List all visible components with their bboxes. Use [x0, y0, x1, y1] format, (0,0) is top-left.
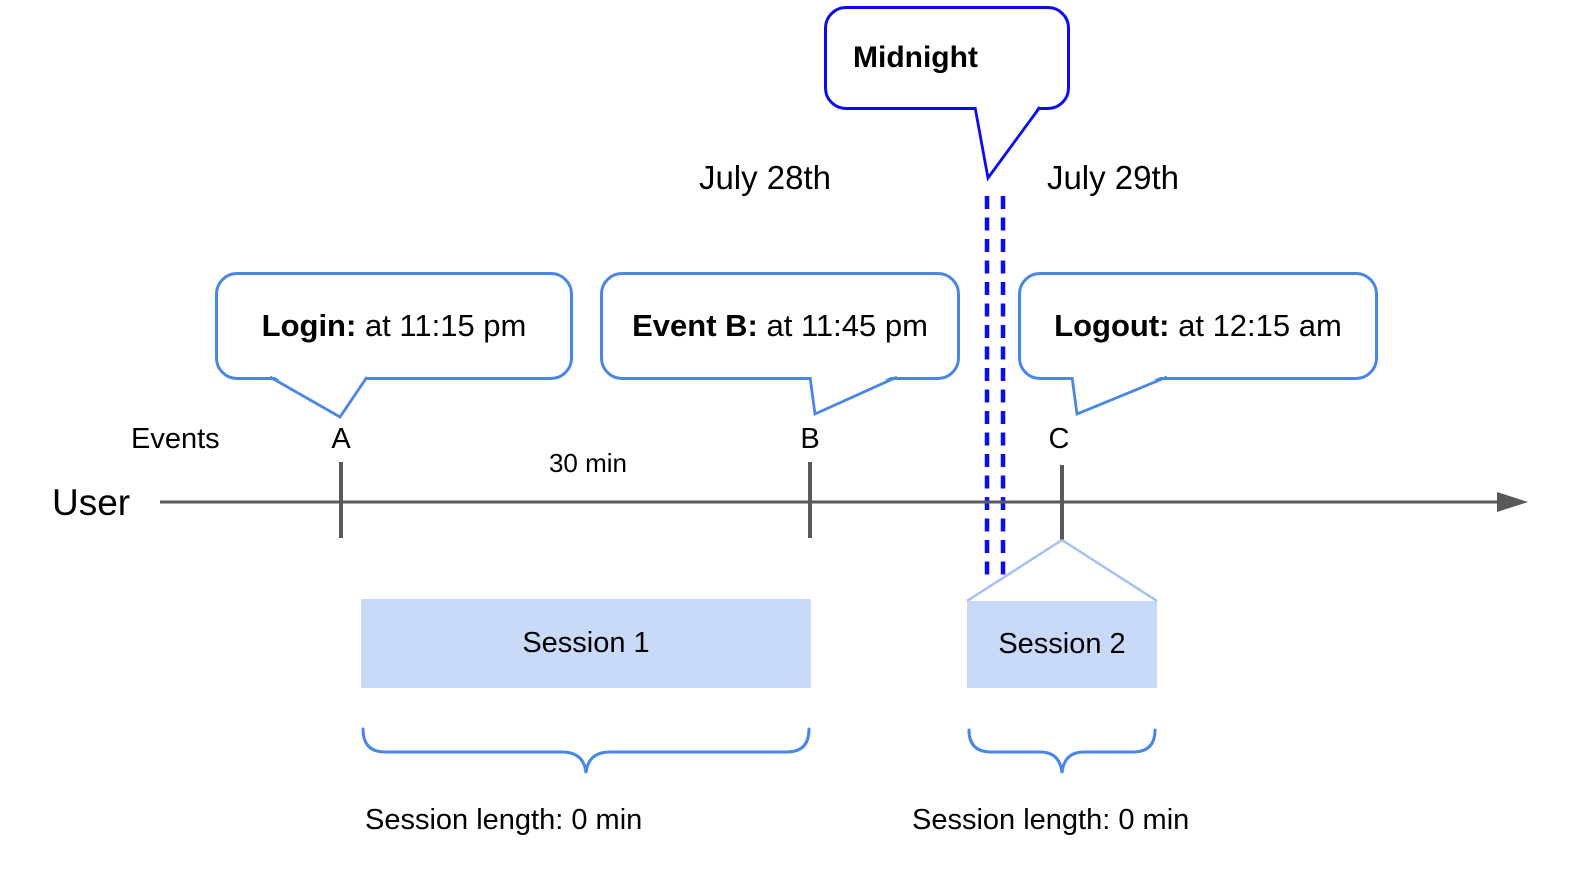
event-ticks: [339, 462, 1064, 540]
interval-label: 30 min: [548, 448, 628, 478]
session-2-bar: Session 2: [967, 601, 1157, 688]
event-b-callout: Event B: at 11:45 pm: [600, 272, 960, 380]
midnight-callout-tail: [973, 104, 1042, 182]
session-1-label: Session 1: [522, 627, 650, 659]
date-label-july-29: July 29th: [1046, 159, 1180, 196]
timeline-axis: [160, 492, 1528, 512]
session-1-brace: [361, 727, 811, 774]
midnight-callout: Midnight: [824, 6, 1070, 110]
event-marker-a-label: A: [331, 423, 351, 455]
event-marker-c-label: C: [1048, 423, 1070, 455]
session-2-label: Session 2: [998, 628, 1126, 660]
logout-callout-text: Logout: at 12:15 am: [1054, 308, 1342, 343]
session-1-length-label: Session length: 0 min: [365, 804, 643, 836]
event-b-callout-text: Event B: at 11:45 pm: [632, 308, 928, 343]
session-2-brace: [967, 728, 1157, 774]
session-1-bar: Session 1: [361, 599, 811, 688]
date-label-july-28: July 28th: [698, 159, 832, 196]
login-callout: Login: at 11:15 pm: [215, 272, 573, 380]
timeline-arrowhead: [1497, 492, 1528, 512]
event-marker-b-label: B: [800, 423, 820, 455]
logout-callout-tail: [1070, 374, 1168, 416]
midnight-callout-text: Midnight: [853, 41, 978, 74]
login-callout-text: Login: at 11:15 pm: [261, 308, 527, 343]
session-2-length-label: Session length: 0 min: [912, 804, 1190, 836]
logout-callout: Logout: at 12:15 am: [1018, 272, 1378, 380]
user-row-label: User: [52, 482, 131, 523]
events-row-label: Events: [131, 423, 220, 455]
midnight-dashed-lines: [984, 196, 1006, 578]
login-callout-tail: [269, 374, 369, 419]
event-b-callout-tail: [808, 374, 898, 417]
session-2-wedge: [966, 538, 1158, 603]
